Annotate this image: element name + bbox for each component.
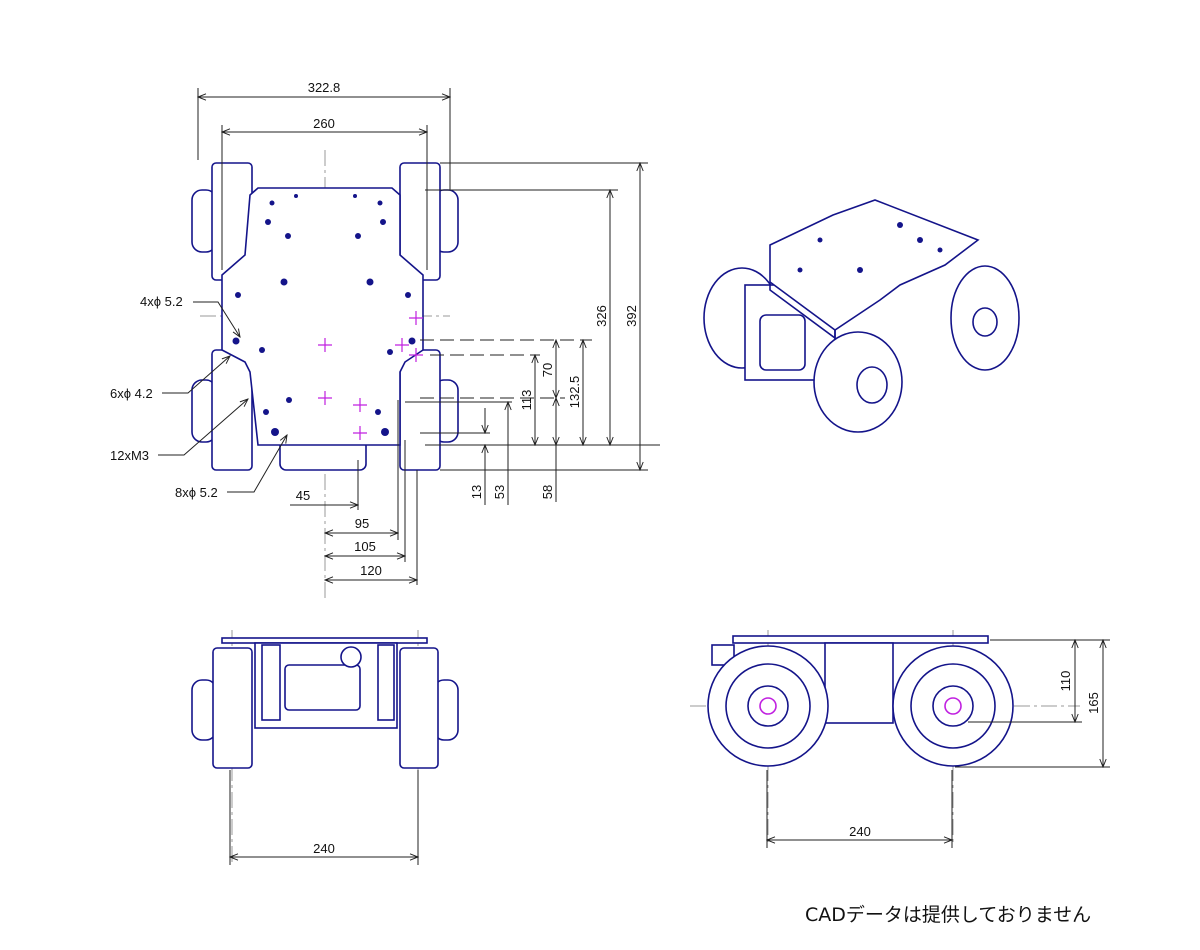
dim-260: 260 [222,116,427,270]
wheel-left-side [707,645,829,767]
iso-holes [797,222,943,273]
dim-wheelbase-label: 240 [849,824,871,839]
dim-120-label: 120 [360,563,382,578]
dim-axle-height-label: 110 [1058,671,1073,692]
cad-data-note: CADデータは提供しておりません [805,904,1092,926]
wheel-rear-right [399,349,459,471]
dim-132-5-label: 132.5 [567,376,582,409]
dim-track-label: 240 [313,841,335,856]
wheel-rear-left [191,349,253,471]
dim-95-label: 95 [355,516,369,531]
plate-holes [232,194,416,436]
wheel-right-side [892,645,1014,767]
dim-overall-width-label: 322.8 [308,80,341,95]
dim-58-label: 58 [540,485,555,499]
dim-53: 53 [405,402,512,505]
top-plate [221,187,424,446]
top-view: 322.8 260 392 326 132.5 70 58 [110,80,660,600]
dim-bottom-horizontal: 45 95 105 120 [290,400,417,585]
dim-53-label: 53 [492,485,507,499]
front-view: 240 [191,630,459,865]
dim-plate-width-label: 260 [313,116,335,131]
side-view: 110 165 240 [690,630,1110,848]
dim-45-label: 45 [296,488,310,503]
dim-70-label: 70 [540,363,555,377]
callout-8x-5-2: 8xϕ 5.2 [175,485,218,500]
dim-322-8: 322.8 [198,80,450,190]
dim-326: 326 [425,190,660,445]
callout-4x-5-2: 4xϕ 5.2 [140,294,183,309]
dim-13: 13 [420,408,490,505]
dim-132-5: 132.5 [420,340,592,445]
dim-392: 392 [440,163,648,470]
dim-overall-length-label: 392 [624,305,639,327]
dim-113: 113 [430,355,540,445]
isometric-view [703,199,1020,433]
callout-6x-4-2: 6xϕ 4.2 [110,386,153,401]
dim-height-label: 165 [1086,692,1101,714]
center-markers [318,311,423,440]
dim-113-label: 113 [519,390,534,411]
dim-plate-length-label: 326 [594,305,609,327]
callout-12xm3: 12xM3 [110,448,149,463]
hole-callouts: 4xϕ 5.2 6xϕ 4.2 12xM3 8xϕ 5.2 [110,294,287,500]
dim-105-label: 105 [354,539,376,554]
dim-13-label: 13 [469,485,484,499]
dim-70-58: 70 58 [420,340,565,502]
